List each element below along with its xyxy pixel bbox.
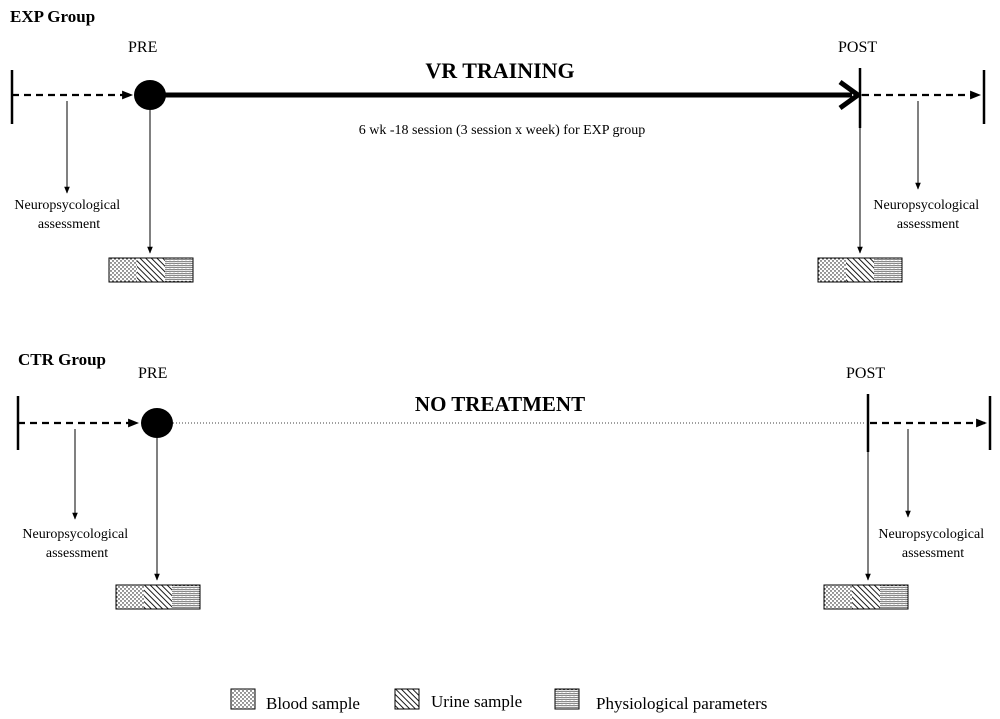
legend-blood-swatch [230,688,256,710]
exp-post-sample-box [817,257,903,283]
exp-post-assessment-label: Neuropsycological assessment [873,198,982,232]
ctr-pre-circle [141,408,173,438]
legend-physio-label: Physiological parameters [596,694,767,713]
exp-group-label: EXP Group [10,7,95,26]
legend: Blood sample Urine sample Physiological … [230,688,767,713]
ctr-group-label: CTR Group [18,350,106,369]
ctr-treatment-title: NO TREATMENT [415,392,585,416]
exp-post-label: POST [838,39,877,56]
exp-pre-sample-box [108,257,194,283]
exp-pre-label: PRE [128,39,157,56]
legend-blood-label: Blood sample [266,694,360,713]
exp-pre-assessment-label: Neuropsycological assessment [14,198,123,232]
exp-training-detail: 6 wk -18 session (3 session x week) for … [359,123,645,138]
exp-training-title: VR TRAINING [425,58,574,83]
legend-urine-swatch [394,688,420,710]
ctr-pre-label: PRE [138,365,167,382]
exp-pre-circle [134,80,166,110]
ctr-post-assessment-label: Neuropsycological assessment [878,527,987,561]
exp-training-arrowhead [838,79,863,111]
legend-physio-swatch [554,688,580,710]
ctr-pre-sample-box [115,584,201,610]
ctr-post-sample-box [823,584,909,610]
ctr-pre-assessment-label: Neuropsycological assessment [22,527,131,561]
ctr-post-label: POST [846,365,885,382]
legend-urine-label: Urine sample [431,692,522,711]
